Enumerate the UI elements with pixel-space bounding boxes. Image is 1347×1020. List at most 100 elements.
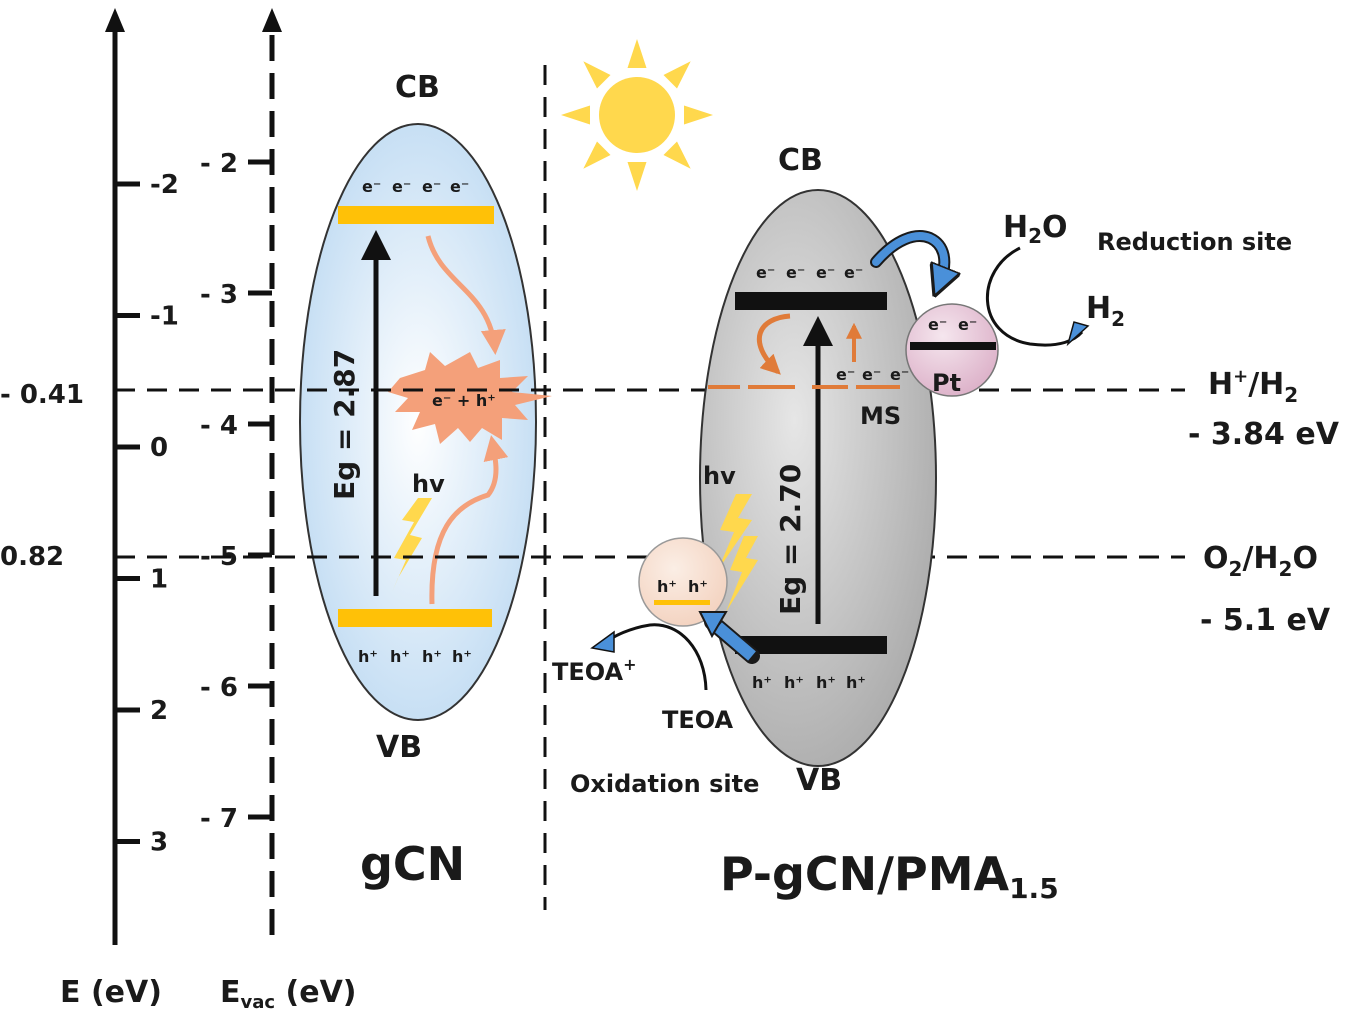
gcn-electron: e⁻ bbox=[422, 177, 441, 196]
sun-ray bbox=[583, 141, 611, 169]
recombination-burst bbox=[388, 352, 552, 444]
e-axis-tick-label: 2 bbox=[150, 696, 168, 726]
pgcn-hv-label: hv bbox=[703, 462, 736, 490]
evac-axis-ticks: - 2- 3- 4- 5- 6- 7 bbox=[200, 149, 272, 834]
oxidation-reactant: TEOA bbox=[662, 706, 734, 734]
pgcn-electron: e⁻ bbox=[816, 263, 835, 282]
e-axis-tick-label: 0 bbox=[150, 433, 168, 463]
pgcn-hole: h⁺ bbox=[816, 673, 836, 692]
pgcn-hole: h⁺ bbox=[846, 673, 866, 692]
recombination-label: e⁻ + h⁺ bbox=[432, 391, 496, 410]
gcn-name: gCN bbox=[360, 837, 465, 891]
e-axis-tick-label: -2 bbox=[150, 170, 179, 200]
sun-rays bbox=[561, 39, 713, 191]
oxidation-site-label: Oxidation site bbox=[570, 770, 759, 798]
gcn-vb-label: VB bbox=[376, 730, 422, 765]
sun-ray bbox=[663, 61, 691, 89]
evac-axis-tick-label: - 7 bbox=[200, 804, 238, 834]
pgcn-name: P-gCN/PMA1.5 bbox=[720, 847, 1059, 905]
pgcn-lightning-icon-2 bbox=[726, 536, 758, 612]
pgcn-conduction-band bbox=[735, 292, 887, 310]
gcn-electron: e⁻ bbox=[362, 177, 381, 196]
reduction-arrowhead bbox=[1066, 321, 1090, 347]
gcn-hole: h⁺ bbox=[390, 647, 410, 666]
oxparticle-hole: h⁺ bbox=[657, 577, 677, 596]
gcn-electron-relax-curve bbox=[425, 235, 506, 355]
gcn-hole: h⁺ bbox=[452, 647, 472, 666]
evac-axis-tick-label: - 4 bbox=[200, 411, 238, 441]
e-axis-extra-label: 0.82 bbox=[0, 542, 64, 572]
evac-axis-tick-label: - 3 bbox=[200, 280, 238, 310]
h2-couple-label: H+/H2 bbox=[1208, 366, 1298, 407]
ms-electron: e⁻ bbox=[862, 365, 881, 384]
pgcn-electron: e⁻ bbox=[756, 263, 775, 282]
e-axis-extra-label: - 0.41 bbox=[0, 380, 84, 410]
reduction-reactant: H2O bbox=[1003, 210, 1068, 248]
pgcn-valence-band bbox=[735, 636, 887, 654]
reduction-site-label: Reduction site bbox=[1097, 228, 1292, 256]
gcn-hole: h⁺ bbox=[358, 647, 378, 666]
hole-transfer-arrow bbox=[714, 622, 756, 661]
pt-cocatalyst: e⁻ e⁻ Pt bbox=[905, 303, 999, 397]
electron-transfer-arrow bbox=[872, 232, 944, 282]
sun-disc bbox=[599, 77, 675, 153]
midgap-state: e⁻ e⁻ e⁻ MS bbox=[708, 313, 909, 430]
gcn-electron: e⁻ bbox=[450, 177, 469, 196]
sun-ray bbox=[627, 39, 647, 68]
e-axis-tick-label: -1 bbox=[150, 302, 179, 332]
sun-ray bbox=[663, 141, 691, 169]
sun-ray bbox=[684, 105, 713, 125]
e-axis-ticks: -2 -1 0 1 2 3 - 0.41 0.82 bbox=[0, 170, 179, 858]
gcn-lightning-icon bbox=[392, 498, 432, 592]
pgcn-electron: e⁻ bbox=[844, 263, 863, 282]
evac-axis-tick-label: - 2 bbox=[200, 149, 238, 179]
gcn-electron: e⁻ bbox=[392, 177, 411, 196]
e-axis-label: E (eV) bbox=[60, 975, 162, 1010]
e-axis-tick-label: 3 bbox=[150, 828, 168, 858]
oxparticle-hole: h⁺ bbox=[688, 577, 708, 596]
o2-couple-value: - 5.1 eV bbox=[1200, 603, 1331, 638]
ms-trap-arrow bbox=[756, 313, 791, 375]
o2-couple-label: O2/H2O bbox=[1203, 541, 1318, 581]
oxidation-particle-level bbox=[654, 600, 710, 605]
pt-level bbox=[910, 342, 996, 350]
oxidation-arrowhead bbox=[590, 630, 615, 653]
gcn-conduction-band bbox=[338, 206, 494, 224]
ms-electron: e⁻ bbox=[890, 365, 909, 384]
gcn-cb-label: CB bbox=[395, 70, 440, 105]
gcn-semiconductor: CB VB e⁻ e⁻ e⁻ e⁻ h⁺ h⁺ h⁺ h⁺ Eg = 2.87 … bbox=[299, 70, 552, 891]
sun-ray bbox=[627, 162, 647, 191]
evac-axis-label: Evac (eV) bbox=[220, 975, 357, 1013]
pt-label: Pt bbox=[932, 369, 961, 397]
gcn-valence-band bbox=[338, 609, 492, 627]
pgcn-hole: h⁺ bbox=[784, 673, 804, 692]
hole-transfer-arrowhead bbox=[698, 611, 728, 639]
evac-axis: - 2- 3- 4- 5- 6- 7 Evac (eV) bbox=[200, 8, 357, 1013]
pgcn-lightning-icon bbox=[718, 494, 752, 570]
pgcn-bandgap-label: Eg = 2.70 bbox=[774, 464, 807, 615]
oxidation-reaction-curve bbox=[605, 623, 708, 691]
h2-couple-value: - 3.84 eV bbox=[1188, 417, 1340, 452]
pt-electron: e⁻ bbox=[928, 315, 947, 334]
reduction-product: H2 bbox=[1086, 291, 1125, 331]
e-axis-tick-label: 1 bbox=[150, 565, 168, 595]
pgcn-vb-label: VB bbox=[796, 763, 842, 798]
ms-electron: e⁻ bbox=[836, 365, 855, 384]
gcn-hv-label: hv bbox=[412, 470, 445, 498]
oxidation-particle: h⁺ h⁺ bbox=[638, 537, 728, 627]
pt-electron: e⁻ bbox=[958, 315, 977, 334]
ms-label: MS bbox=[860, 402, 901, 430]
pgcn-hole: h⁺ bbox=[752, 673, 772, 692]
gcn-hole: h⁺ bbox=[422, 647, 442, 666]
sun-ray bbox=[561, 105, 590, 125]
pgcn-cb-label: CB bbox=[778, 143, 823, 178]
sun-icon bbox=[561, 39, 713, 191]
evac-axis-tick-label: - 6 bbox=[200, 673, 238, 703]
e-axis: -2 -1 0 1 2 3 - 0.41 0.82 E (eV) bbox=[0, 8, 179, 1010]
pgcn-electron: e⁻ bbox=[786, 263, 805, 282]
oxidation-product: TEOA+ bbox=[552, 655, 637, 686]
gcn-bandgap-label: Eg = 2.87 bbox=[328, 349, 361, 500]
reduction-reaction-curve bbox=[986, 246, 1084, 347]
